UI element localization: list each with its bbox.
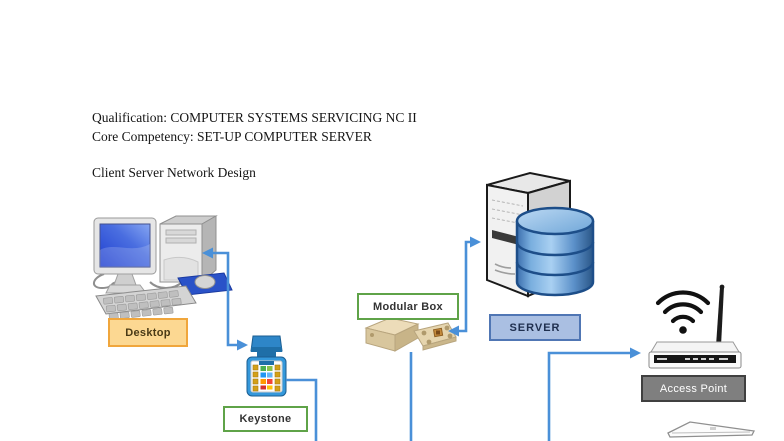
wireless-access-point-icon xyxy=(648,284,742,369)
qualification-line: Qualification: COMPUTER SYSTEMS SERVICIN… xyxy=(92,110,417,125)
keystone-jack-icon xyxy=(246,335,287,397)
access-point-label: Access Point xyxy=(641,375,746,402)
keystone-label: Keystone xyxy=(223,406,308,432)
diagram-title: Client Server Network Design xyxy=(92,165,256,180)
laptop-icon xyxy=(667,421,755,438)
qualification-text: Qualification: COMPUTER SYSTEMS SERVICIN… xyxy=(92,108,417,146)
modular-box-label: Modular Box xyxy=(357,293,459,320)
arrowhead-into-accesspoint xyxy=(630,347,641,359)
modular-box-icon xyxy=(364,317,457,352)
desktop-label: Desktop xyxy=(108,318,188,347)
server-label: SERVER xyxy=(489,314,581,341)
core-competency-line: Core Competency: SET-UP COMPUTER SERVER xyxy=(92,129,372,144)
server-database-icon xyxy=(486,171,595,298)
desktop-computer-icon xyxy=(93,215,233,320)
connector-server-modularbox xyxy=(458,240,471,333)
connector-up-accesspoint xyxy=(547,351,630,441)
